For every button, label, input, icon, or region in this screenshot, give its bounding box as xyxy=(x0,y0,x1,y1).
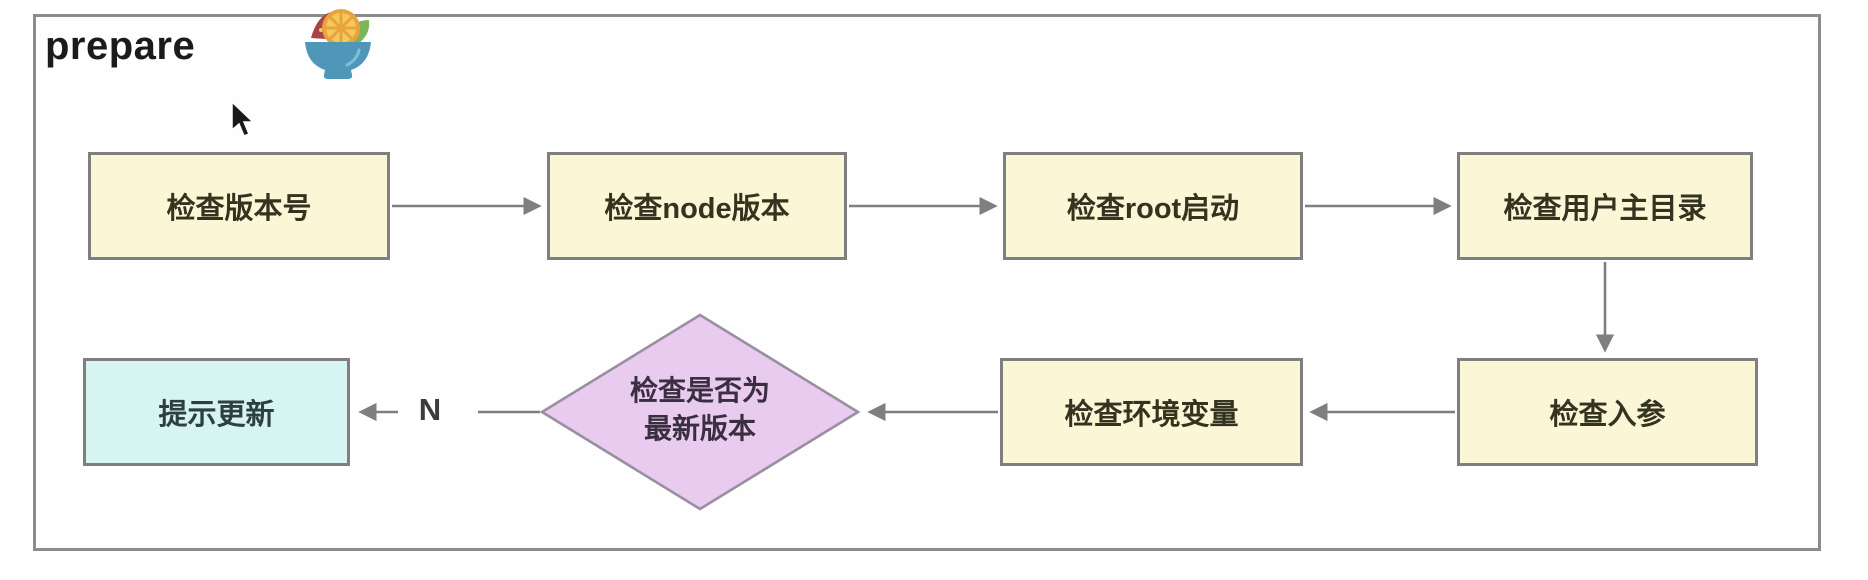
group-title: prepare xyxy=(45,24,196,68)
node-check-node-version[interactable]: 检查node版本 xyxy=(547,152,847,260)
mouse-cursor-icon xyxy=(231,100,255,137)
decision-label-line2: 最新版本 xyxy=(643,412,756,444)
node-label: 检查node版本 xyxy=(604,193,790,225)
node-check-env[interactable]: 检查环境变量 xyxy=(1000,358,1303,466)
node-label: 检查root启动 xyxy=(1066,193,1240,225)
node-label: 检查环境变量 xyxy=(1064,399,1239,431)
node-label: 检查版本号 xyxy=(166,193,312,225)
node-check-args[interactable]: 检查入参 xyxy=(1457,358,1758,466)
prepare-group-frame xyxy=(33,14,1821,551)
decision-label-line1: 检查是否为 xyxy=(629,375,770,406)
node-label: 检查用户主目录 xyxy=(1503,193,1707,225)
node-label: 检查入参 xyxy=(1549,399,1666,431)
fruit-bowl-icon xyxy=(305,9,371,79)
node-label: 提示更新 xyxy=(158,399,275,431)
node-check-root[interactable]: 检查root启动 xyxy=(1003,152,1303,260)
edge-label-no: N xyxy=(418,392,442,427)
node-check-user-home[interactable]: 检查用户主目录 xyxy=(1457,152,1753,260)
node-check-version[interactable]: 检查版本号 xyxy=(88,152,390,260)
node-prompt-update[interactable]: 提示更新 xyxy=(83,358,350,466)
node-check-latest-label: 检查是否为 最新版本 xyxy=(590,372,810,448)
